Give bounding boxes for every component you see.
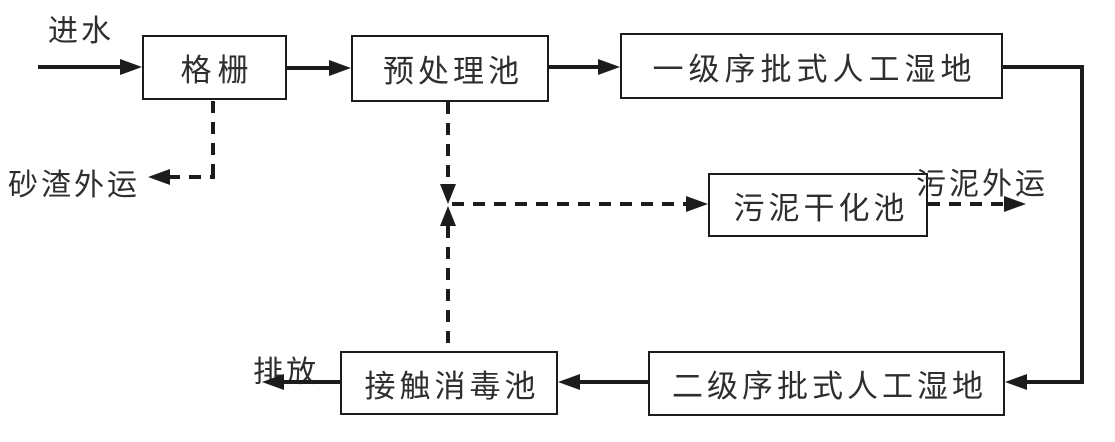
edge-pretreatment-wetland1-line bbox=[549, 65, 600, 69]
node-wetland-stage2-label: 二级序批式人工湿地 bbox=[672, 369, 987, 404]
edge-wetland1-wetland2-bottom-line bbox=[1025, 380, 1084, 384]
node-disinfection: 接触消毒池 bbox=[340, 351, 558, 415]
edge-influent-grid-arrowhead-icon bbox=[120, 59, 142, 75]
node-grid: 格栅 bbox=[142, 35, 287, 100]
edge-pretreatment-wetland1-arrowhead-icon bbox=[598, 59, 620, 75]
edge-wetland2-disinfection-line bbox=[578, 380, 648, 384]
edge-junction-sludgedrying-line bbox=[452, 202, 686, 206]
edge-disinfection-junction-arrowhead-icon bbox=[440, 206, 456, 226]
edge-wetland1-wetland2-arrowhead-icon bbox=[1005, 374, 1027, 390]
edge-influent-grid-line bbox=[38, 65, 122, 69]
node-pretreatment-label: 预处理池 bbox=[383, 54, 523, 89]
edge-disinfection-junction-line bbox=[446, 226, 450, 351]
node-wetland-stage1: 一级序批式人工湿地 bbox=[620, 33, 1003, 99]
node-wetland-stage2: 二级序批式人工湿地 bbox=[648, 351, 1005, 416]
edge-junction-sludgedrying-arrowhead-icon bbox=[686, 196, 708, 212]
edge-disinfection-discharge-arrowhead-icon bbox=[262, 374, 284, 390]
edge-grid-pretreatment-line bbox=[287, 66, 331, 70]
node-disinfection-label: 接触消毒池 bbox=[364, 368, 540, 404]
edge-wetland1-wetland2-top-line bbox=[1003, 65, 1084, 69]
edge-grid-pretreatment-arrowhead-icon bbox=[329, 60, 351, 76]
node-pretreatment: 预处理池 bbox=[351, 35, 549, 102]
edge-sludgedrying-removal-arrowhead-icon bbox=[1004, 196, 1026, 212]
label-influent: 进水 bbox=[48, 15, 114, 48]
label-sludge-removal: 污泥外运 bbox=[916, 168, 1048, 201]
edge-wetland1-wetland2-vertical-line bbox=[1080, 65, 1084, 384]
node-wetland-stage1-label: 一级序批式人工湿地 bbox=[652, 51, 977, 87]
edge-sludgedrying-removal-line bbox=[928, 202, 1004, 206]
edge-grid-grit-vertical-line bbox=[211, 101, 215, 177]
edge-pretreatment-junction-arrowhead-icon bbox=[440, 184, 456, 204]
edge-disinfection-discharge-line bbox=[282, 380, 340, 384]
label-grit-removal: 砂渣外运 bbox=[8, 169, 140, 202]
node-sludge-drying-label: 污泥干化池 bbox=[733, 190, 909, 226]
edge-grid-grit-horizontal-line bbox=[168, 175, 215, 179]
node-grid-label: 格栅 bbox=[180, 53, 255, 88]
edge-wetland2-disinfection-arrowhead-icon bbox=[558, 374, 580, 390]
edge-grid-grit-arrowhead-icon bbox=[148, 169, 170, 185]
edge-pretreatment-junction-line bbox=[446, 102, 450, 184]
node-sludge-drying: 污泥干化池 bbox=[708, 173, 928, 237]
